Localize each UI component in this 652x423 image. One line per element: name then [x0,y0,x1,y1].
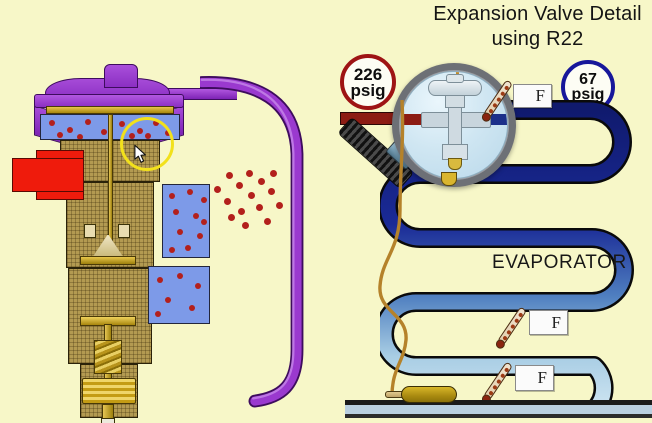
lens-vapor-outlet [491,114,507,125]
magnifier-lens [400,71,508,179]
refrigerant-spray [212,168,283,230]
lens-liquid-inlet [401,114,423,125]
expansion-valve-cutaway [12,58,237,423]
evaporator-label: EVAPORATOR [492,252,627,273]
superheat-spring [94,340,122,374]
evaporator-inlet-temp-box[interactable]: F [513,84,552,108]
adjustment-nut [82,378,136,404]
gauge-high-value: 226 [353,64,383,84]
adjustment-cap [101,418,115,423]
gauge-low-unit: psig [571,85,605,103]
valve-seat-support [80,256,136,265]
evaporator-inlet-temp-unit: F [535,86,545,105]
evaporator-mid-temp-box[interactable]: F [529,310,568,335]
title-line-2: using R22 [491,28,584,50]
lens-valve-tip [448,158,462,170]
high-side-pressure-gauge[interactable]: 226 psig [340,54,396,110]
sensing-bulb [401,386,457,403]
diaphragm-plate [46,106,174,114]
valve-outlet-port [148,266,210,324]
liquid-inlet-line [12,158,84,192]
evaporator-mid-temp-unit: F [551,312,561,332]
highlight-ring [120,117,174,171]
valve-outlet-chamber [162,184,210,258]
diaphragm-bulge [104,64,138,88]
title-line-1: Expansion Valve Detail [433,3,642,25]
lens-valve-cap [446,74,464,83]
mouse-cursor-icon [134,144,146,163]
suction-line-bottom-wall [345,414,652,418]
suction-line-top-wall [345,400,652,405]
valve-seat-plate-right [118,224,130,238]
capillary-tube-run [200,76,304,408]
page-title: Expansion Valve Detail using R22 [430,2,645,52]
suction-line [345,405,652,414]
valve-seat-plate-left [84,224,96,238]
sensing-bulb-capillary [378,100,408,398]
gauge-low-value: 67 [579,70,597,88]
valve-outlet-tip [441,172,457,186]
evaporator-outlet-temp-box[interactable]: F [515,365,554,391]
gauge-high-unit: psig [350,80,386,100]
evaporator-outlet-temp-unit: F [537,368,547,387]
